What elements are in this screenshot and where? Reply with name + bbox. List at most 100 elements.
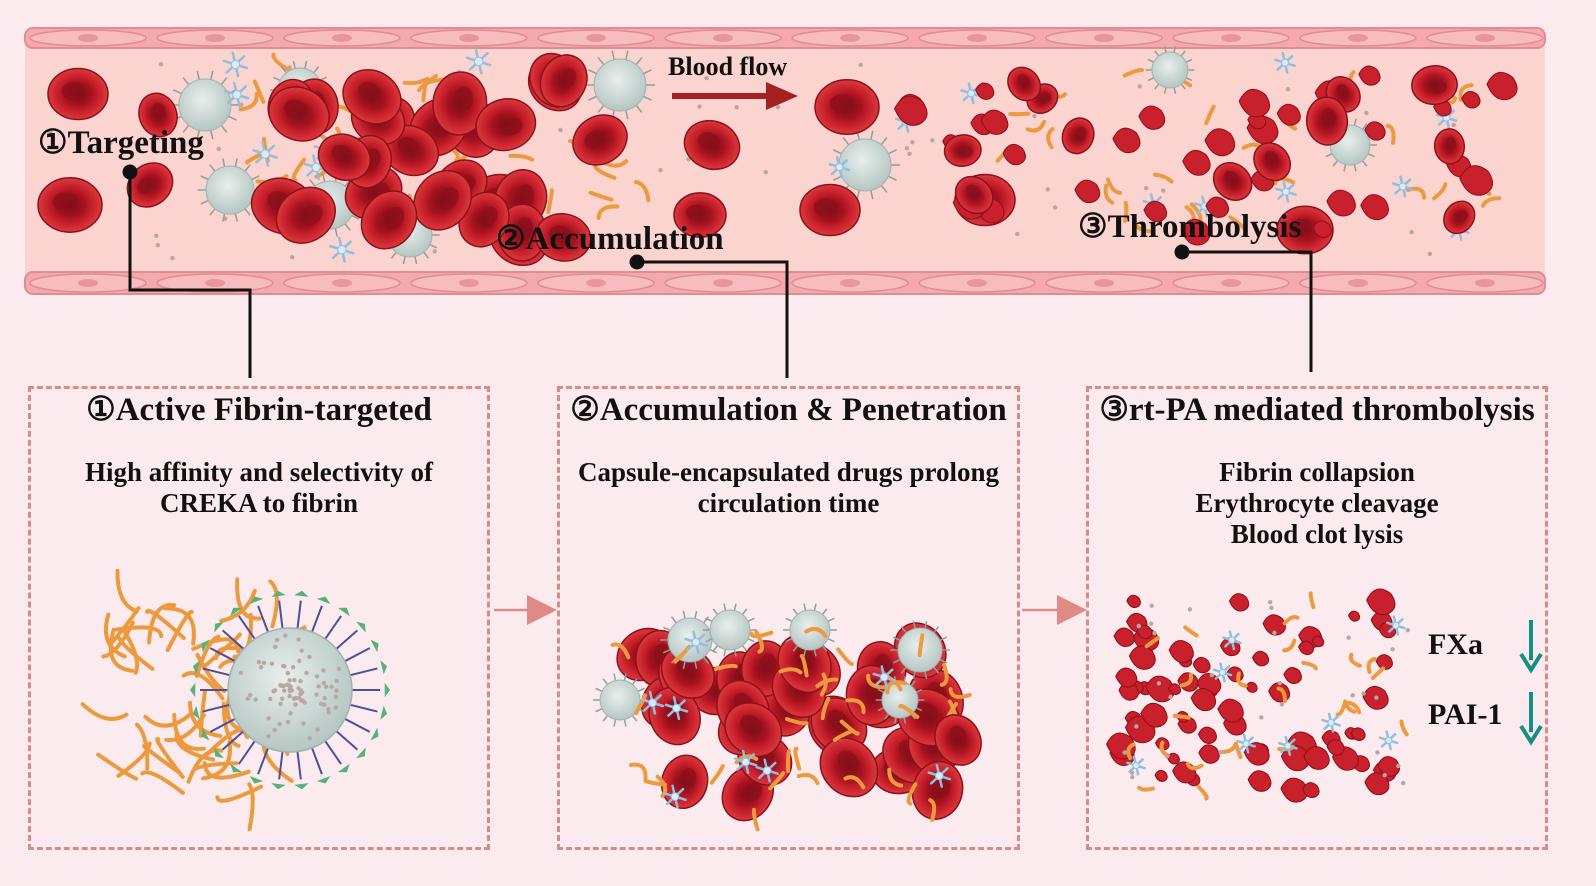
- fibrin-strand: [238, 92, 259, 112]
- drug-particle: [1045, 187, 1050, 192]
- red-cell-fragment: [1276, 103, 1301, 126]
- creka-peptide: [380, 660, 388, 675]
- nanoparticle-spike: [915, 688, 923, 693]
- nanoparticle-spike: [712, 608, 719, 615]
- red-cell-fragment: [1115, 667, 1138, 688]
- drug-particle: [238, 670, 244, 675]
- creka-peptide: [294, 590, 309, 597]
- red-cell-fragment: [1303, 746, 1330, 770]
- endothelial-nucleus: [1475, 279, 1495, 287]
- platelet-core: [260, 149, 270, 159]
- drug-particle: [307, 735, 312, 741]
- fibrin-strand: [1183, 625, 1199, 638]
- red-blood-cell-center: [1456, 210, 1468, 223]
- nanoparticle-spike: [741, 645, 748, 652]
- red-cell-fragment: [1168, 640, 1194, 663]
- creka-peptide: [201, 727, 210, 741]
- nanoparticle-core: [709, 609, 751, 651]
- nanoparticle-spike: [643, 69, 652, 75]
- fxa-down-arrow: [1519, 620, 1543, 674]
- red-blood-cell: [360, 190, 418, 250]
- drug-particle: [266, 734, 271, 739]
- nanoparticle-spike: [602, 715, 609, 722]
- panel-targeting: ①Active Fibrin-targeted High affinity an…: [28, 386, 490, 850]
- drug-particle: [248, 692, 253, 698]
- creka-peptide: [271, 783, 286, 790]
- red-blood-cell: [1212, 161, 1253, 201]
- drug-particle: [329, 684, 334, 689]
- endothelial-nucleus: [205, 34, 225, 42]
- connector-targeting: [128, 172, 252, 378]
- platelet: [1385, 615, 1406, 636]
- platelet-core: [1281, 187, 1290, 196]
- stage-label-accumulation: ②Accumulation: [496, 221, 724, 257]
- drug-particle: [1269, 605, 1274, 611]
- drug-particle: [775, 104, 781, 110]
- fibrin-strand: [866, 673, 887, 690]
- platelet-core: [672, 703, 681, 713]
- fibrin-strand: [709, 764, 725, 785]
- red-cell-fragment: [1002, 143, 1026, 166]
- nanoparticle-spike: [1180, 83, 1186, 90]
- nanoparticle-spike: [631, 678, 638, 685]
- nanoparticle-spike: [220, 77, 228, 86]
- nanoparticle-spike: [880, 137, 888, 146]
- fibrin-strand: [1233, 741, 1243, 759]
- red-blood-cell: [943, 134, 982, 167]
- fibrin-strand: [1144, 636, 1161, 649]
- drug-particle: [287, 693, 292, 699]
- fibrin-strand: [655, 774, 668, 799]
- drug-particle: [910, 139, 915, 145]
- creka-peptide: [384, 682, 390, 698]
- nanoparticle-spike: [234, 158, 238, 167]
- nanoparticle-spike: [888, 175, 897, 181]
- peg-chain: [221, 730, 245, 751]
- red-blood-cell-center: [949, 725, 967, 746]
- nanoparticle-spike: [1163, 46, 1167, 53]
- fibrin-strand: [917, 633, 925, 658]
- red-blood-cell-center: [813, 198, 838, 216]
- peg-chain: [335, 730, 359, 751]
- drug-particle: [154, 233, 159, 238]
- nanoparticle-spike: [924, 671, 928, 680]
- endothelial-nucleus: [967, 34, 987, 42]
- nanoparticle-spike: [1343, 164, 1347, 172]
- drug-particle: [1267, 599, 1273, 605]
- fibrin-strand: [799, 653, 809, 678]
- platelet-core: [1228, 636, 1236, 644]
- drug-particle: [907, 151, 912, 157]
- red-cell-fragment: [1245, 681, 1258, 693]
- nanoparticle-spike: [747, 617, 755, 622]
- nanoparticle-spike: [741, 608, 748, 615]
- nanoparticle-spike: [173, 89, 182, 95]
- drug-particle: [297, 658, 302, 664]
- drug-particle: [334, 678, 340, 684]
- endothelial-nucleus: [840, 279, 860, 287]
- drug-particle: [1032, 113, 1037, 119]
- endothelial-nucleus: [205, 279, 225, 287]
- red-cell-fragment: [1204, 128, 1236, 157]
- drug-particle: [261, 660, 267, 666]
- creka-peptide: [190, 682, 196, 698]
- nanoparticle-spike: [623, 719, 627, 727]
- drug-particle: [288, 684, 293, 689]
- endothelial-nucleus: [1221, 34, 1241, 42]
- red-blood-cell-center: [397, 136, 420, 156]
- fibrin-strand: [1196, 784, 1209, 801]
- nanoparticle-spike: [892, 658, 901, 664]
- lysed-clot-illustration: [1105, 588, 1411, 803]
- drug-particle: [1209, 672, 1215, 678]
- platelet: [755, 758, 779, 783]
- nanoparticle-spike: [1185, 58, 1193, 63]
- nanoparticle-spike: [747, 638, 755, 643]
- drug-particle: [1122, 750, 1127, 755]
- creka-peptide: [214, 747, 224, 759]
- drug-particle: [280, 683, 285, 689]
- red-blood-cell: [317, 133, 371, 182]
- red-blood-cell: [673, 192, 727, 238]
- panel-title: ③rt-PA mediated thrombolysis: [1099, 392, 1535, 428]
- drug-particle: [1279, 702, 1285, 707]
- drug-particle: [307, 654, 312, 660]
- nanoparticle-spike: [272, 76, 281, 82]
- nanoparticle-spike: [623, 673, 627, 681]
